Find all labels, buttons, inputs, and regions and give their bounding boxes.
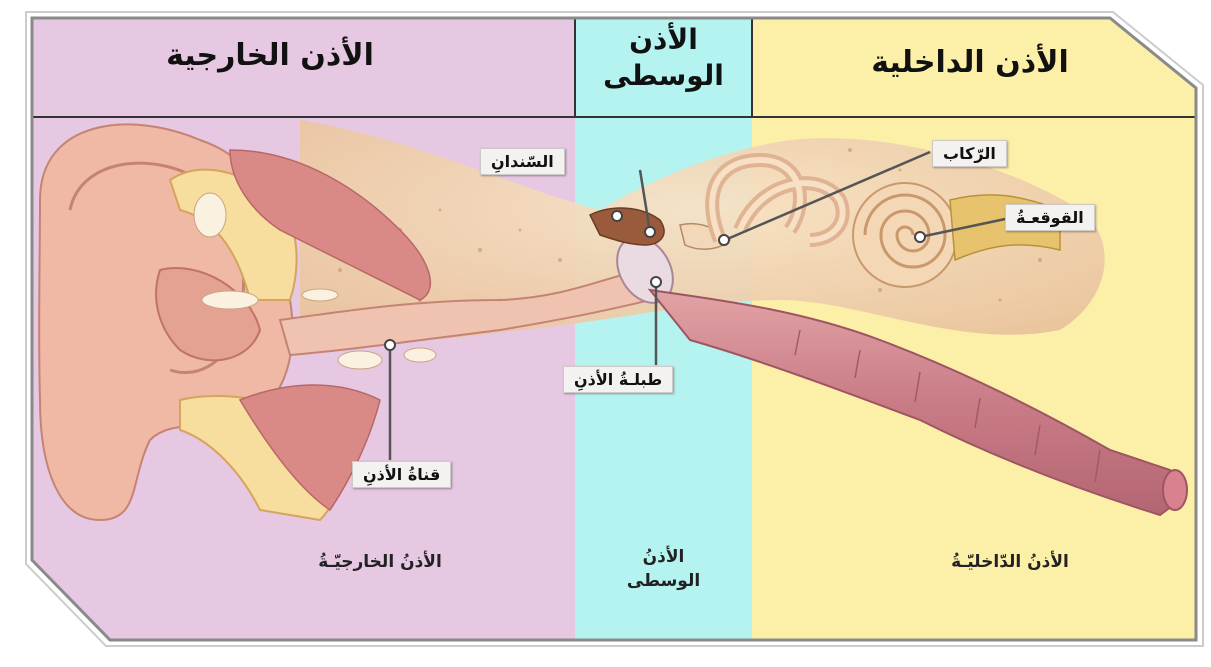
- incus-dot: [645, 227, 655, 237]
- canal-dot: [385, 340, 395, 350]
- middle-ear-footer: الأذنُ الوسطى: [575, 545, 752, 593]
- middle-ear-header-line1: الأذن: [575, 22, 752, 58]
- eardrum-label: طبلـةُ الأذنِ: [563, 366, 673, 393]
- cochlea-dot: [915, 232, 925, 242]
- outer-ear-header: الأذن الخارجية: [60, 38, 480, 73]
- cochlea-label: القوقعـةُ: [1005, 204, 1095, 231]
- middle-ear-header-line2: الوسطى: [575, 58, 752, 94]
- eardrum-dot: [651, 277, 661, 287]
- cochlea-shape: [853, 183, 957, 287]
- inner-ear-footer: الأذنُ الدّاخليّـةُ: [860, 552, 1160, 572]
- stapes-dot: [719, 235, 729, 245]
- inner-ear-header: الأذن الداخلية: [760, 45, 1180, 80]
- middle-ear-footer-line2: الوسطى: [575, 569, 752, 593]
- middle-ear-footer-line1: الأذنُ: [575, 545, 752, 569]
- incus-label: السّندانِ: [480, 148, 565, 175]
- stapes-label: الرّكاب: [932, 140, 1007, 167]
- ear-canal-label: قناةُ الأذنِ: [352, 461, 451, 488]
- outer-ear-footer: الأذنُ الخارجيّـةُ: [230, 552, 530, 572]
- middle-ear-header: الأذن الوسطى: [575, 22, 752, 94]
- tube-opening: [1163, 470, 1187, 510]
- malleus-dot: [612, 211, 622, 221]
